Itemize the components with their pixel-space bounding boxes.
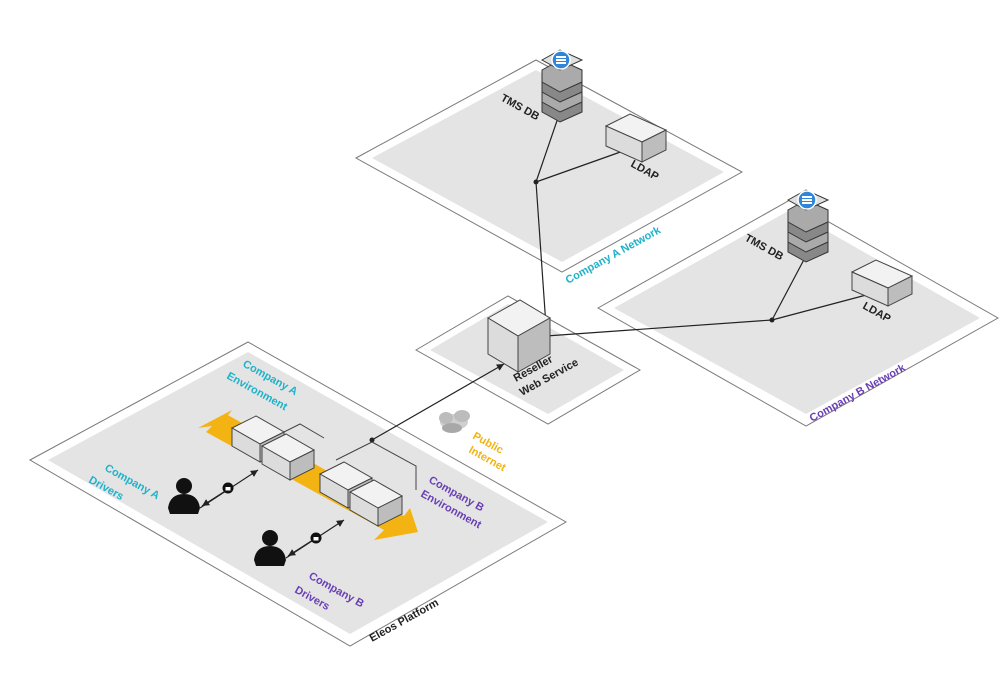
company-b-driver-icon	[254, 530, 286, 566]
company-a-environment-boxes	[230, 415, 325, 481]
lock-icon	[222, 482, 234, 494]
tms-db-a-icon	[540, 49, 584, 123]
connection-lines	[369, 111, 871, 443]
company-a-network-platform	[354, 59, 744, 273]
lock-icon	[310, 532, 322, 544]
cloud-icon	[439, 410, 470, 433]
eleos-platform	[28, 341, 568, 647]
ldap-b-server-icon	[850, 259, 914, 307]
company-b-environment-boxes	[318, 441, 417, 527]
ldap-a-server-icon	[604, 113, 668, 163]
reseller-web-service-icon	[487, 299, 551, 373]
tms-db-b-icon	[786, 189, 830, 263]
company-a-driver-icon	[168, 478, 200, 514]
